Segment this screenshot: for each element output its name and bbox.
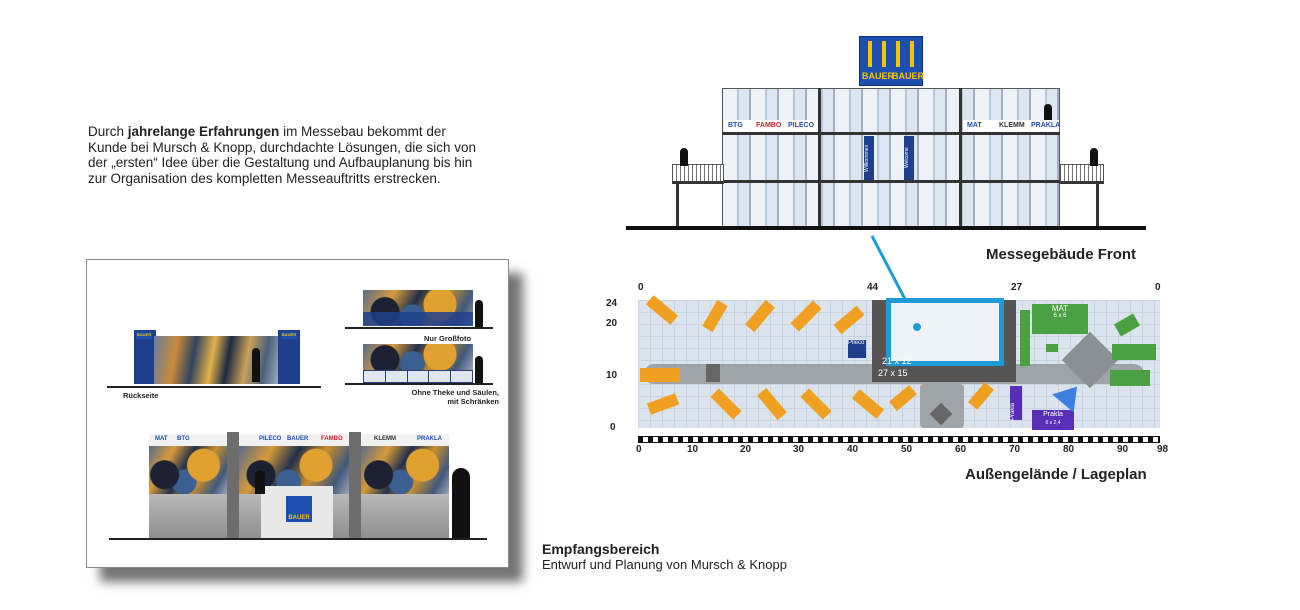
person-silhouette-icon bbox=[252, 348, 260, 382]
ohne-theke-view bbox=[363, 344, 473, 370]
pileco-stand: Pileco bbox=[848, 340, 866, 358]
area-label-1: 21 x 12 bbox=[882, 356, 912, 366]
bauer-logo-counter: BAUER bbox=[286, 496, 312, 522]
klemm-area bbox=[1020, 310, 1030, 366]
welcome-banner-en: Welcome bbox=[904, 136, 914, 180]
hall-highlight bbox=[886, 298, 1004, 366]
rueckseite-view: BAUER BAUER bbox=[132, 328, 302, 386]
intro-bold: jahrelange Erfahrungen bbox=[127, 124, 280, 139]
schraenke bbox=[363, 370, 473, 383]
caption-subtitle: Entwurf und Planung von Mursch & Knopp bbox=[542, 557, 787, 572]
person-silhouette-icon bbox=[1090, 148, 1098, 166]
reception-front-view: MAT BTG PILECO BAUER FAMBO KLEMM PRAKLA … bbox=[149, 432, 449, 538]
person-silhouette-icon bbox=[255, 470, 265, 494]
ground-line bbox=[626, 226, 1146, 230]
label-rueckseite: Rückseite bbox=[123, 391, 159, 400]
site-plan: 0 44 27 0 24 20 10 0 21 x 12 27 x 15 Pil… bbox=[606, 282, 1169, 455]
machine bbox=[640, 368, 680, 382]
pillar bbox=[349, 432, 361, 538]
caption-title: Empfangsbereich bbox=[542, 541, 660, 557]
site-title: Außengelände / Lageplan bbox=[965, 466, 1147, 483]
balcony-left bbox=[672, 164, 724, 184]
mat-area: MAT 6 x 6 bbox=[1032, 304, 1088, 334]
balcony-right bbox=[1060, 164, 1104, 184]
person-silhouette-icon bbox=[452, 468, 470, 538]
label-ohne-theke: Ohne Theke und Säulen, mit Schränken bbox=[411, 388, 499, 406]
brand-strip: MAT BTG PILECO BAUER FAMBO KLEMM PRAKLA bbox=[149, 434, 449, 446]
person-silhouette-icon bbox=[475, 356, 483, 384]
label-nur-grossfoto: Nur Großfoto bbox=[424, 334, 472, 343]
pillar bbox=[227, 432, 239, 538]
brand-bar-right: MAT KLEMM PRAKLA bbox=[963, 120, 1060, 132]
scale-ruler bbox=[638, 436, 1160, 443]
person-silhouette-icon bbox=[475, 300, 483, 328]
roof-logo: BAUER BAUER bbox=[859, 36, 924, 86]
intro-part-1: Durch bbox=[88, 124, 128, 139]
building-front: BAUER BAUER BTG FAMBO PILECO MAT KLEMM P… bbox=[626, 34, 1146, 234]
person-silhouette-icon bbox=[1044, 104, 1052, 120]
brand-bar-left: BTG FAMBO PILECO bbox=[724, 120, 818, 132]
rueckseite-photo bbox=[154, 336, 280, 384]
prakla-vertical: Prakla bbox=[1010, 386, 1022, 420]
welcome-banner-de: Willkommen bbox=[864, 136, 874, 180]
bauer-logo-small: BAUER bbox=[136, 332, 152, 339]
intro-text: Durch jahrelange Erfahrungen im Messebau… bbox=[88, 124, 478, 186]
intro-part-2: im Messebau bekommt der Kunde bei Mursch… bbox=[88, 124, 477, 186]
bauer-logo-small: BAUER bbox=[281, 332, 297, 339]
building-title: Messegebäude Front bbox=[986, 246, 1137, 263]
reception-caption: Empfangsbereich Entwurf und Planung von … bbox=[542, 541, 787, 572]
reception-design-panel: BAUER BAUER Rückseite Nur Großfoto Ohne … bbox=[86, 259, 509, 568]
building-body bbox=[722, 88, 1060, 228]
person-silhouette-icon bbox=[680, 148, 688, 166]
prakla-area: Prakla 6 x 2,4 bbox=[1032, 410, 1074, 430]
area-label-2: 27 x 15 bbox=[878, 368, 908, 378]
